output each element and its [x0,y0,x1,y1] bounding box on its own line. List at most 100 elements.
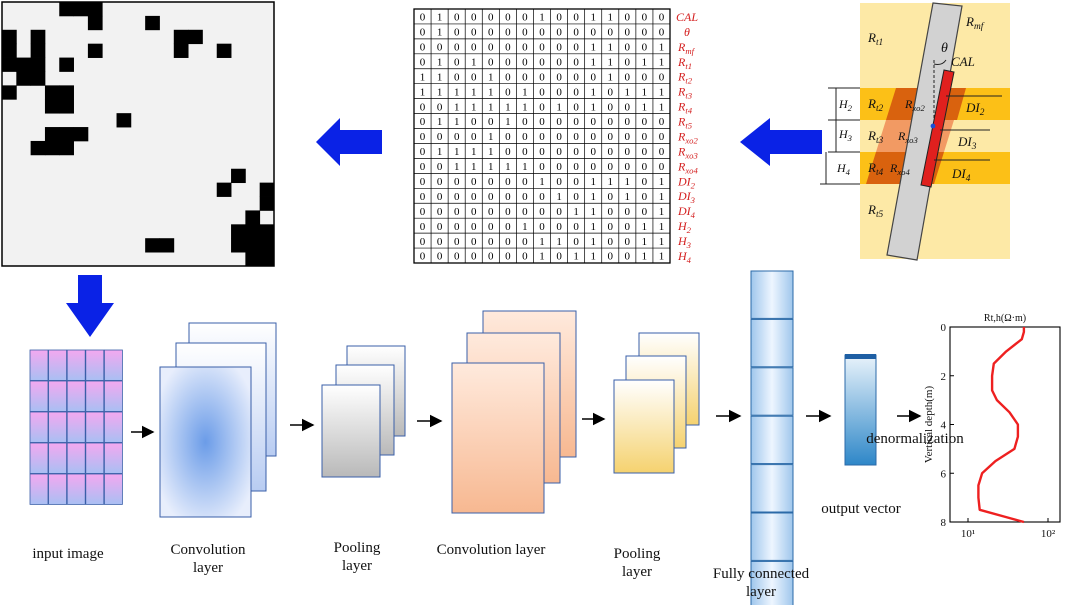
conv2-label: Convolution layer [436,542,546,558]
binary-cell [2,57,17,72]
matrix-cell: 0 [539,86,545,98]
matrix-cell: 0 [420,101,426,113]
matrix-cell: 1 [505,101,511,113]
arrow-matrix-to-image [316,118,382,166]
matrix-cell: 1 [437,86,443,98]
matrix-cell: 1 [488,161,494,173]
matrix-cell: 0 [642,27,648,39]
matrix-cell: 0 [471,131,477,143]
matrix-cell: 0 [454,176,460,188]
matrix-cell: 0 [590,146,596,158]
matrix-cell: 0 [522,12,528,24]
matrix-cell: 0 [608,251,614,263]
matrix-cell: 0 [608,101,614,113]
matrix-cell: 1 [659,57,665,69]
matrix-cell: 0 [659,131,665,143]
zone-label: Rt4 [867,160,884,178]
pool2-label: Pooling layer [613,546,661,580]
matrix-row-label: Rt3 [677,85,693,101]
matrix-cell: 0 [556,251,562,263]
binary-cell [259,224,275,239]
matrix-cell: 0 [437,42,443,54]
binary-cell [16,71,32,86]
matrix-row-label: CAL [676,10,698,24]
input-cell [29,411,49,443]
matrix-cell: 1 [590,101,596,113]
matrix-cell: 1 [573,206,579,218]
conv1-map-1 [159,366,252,518]
binary-cell [188,29,203,45]
matrix-cell: 0 [573,161,579,173]
matrix-cell: 0 [505,57,511,69]
matrix-cell: 0 [454,251,460,263]
binary-image-border [1,1,275,267]
matrix-cell: 0 [471,42,477,54]
matrix-cell: 0 [573,12,579,24]
binary-cell [231,224,246,239]
input-cell [29,349,49,381]
binary-cell [231,238,246,253]
matrix-cell: 0 [625,71,631,83]
matrix-cell: 0 [539,131,545,143]
binary-cell [245,252,261,267]
matrix-cell: 1 [659,251,665,263]
matrix-cell: 0 [420,42,426,54]
matrix-cell: 0 [488,116,494,128]
matrix-cell: 0 [539,191,545,203]
input-cell [29,473,49,505]
logging-tool [920,69,955,188]
matrix-cell: 0 [420,206,426,218]
matrix-cell: 0 [642,42,648,54]
matrix-cell: 1 [522,221,528,233]
matrix-cell: 0 [590,71,596,83]
matrix-cell: 0 [556,176,562,188]
matrix-cell: 0 [505,42,511,54]
matrix-cell: 1 [539,176,545,188]
matrix-row-label: DI3 [677,189,696,205]
matrix-cell: 1 [471,161,477,173]
binary-cell [59,99,74,114]
matrix-cell: 1 [590,251,596,263]
matrix-cell: 0 [556,86,562,98]
matrix-cell: 0 [505,146,511,158]
matrix-cell: 1 [488,71,494,83]
matrix-cell: 1 [590,57,596,69]
matrix-cell: 1 [505,116,511,128]
matrix-cell: 0 [454,12,460,24]
matrix-cell: 0 [625,12,631,24]
matrix-cell: 0 [505,176,511,188]
binary-cell [87,2,103,17]
matrix-cell: 0 [454,42,460,54]
matrix-cell: 0 [573,221,579,233]
matrix-cell: 1 [659,42,665,54]
binary-cell [44,99,60,114]
matrix-cell: 0 [522,146,528,158]
matrix-cell: 0 [522,71,528,83]
matrix-cell: 1 [608,71,614,83]
matrix-cell: 1 [573,251,579,263]
conv2-map-1 [451,362,545,514]
matrix-cell: 0 [488,12,494,24]
matrix-cell: 0 [488,206,494,218]
input-cell [29,380,49,412]
binary-image [2,2,275,267]
binary-cell [116,113,132,128]
binary-cell [59,2,74,17]
matrix-cell: 0 [471,236,477,248]
binary-cell [245,238,261,253]
matrix-cell: 0 [471,176,477,188]
matrix-cell: 0 [505,191,511,203]
output-vector-label: output vector [821,501,901,517]
input-cell [85,473,105,505]
output-vector-bar [844,354,877,466]
matrix-cell: 0 [454,131,460,143]
binary-cell [173,43,189,58]
matrix-cell: 0 [471,251,477,263]
binary-cell [259,196,275,211]
matrix-cell: 0 [625,206,631,218]
matrix-cell: 1 [625,176,631,188]
matrix-cell: 0 [625,42,631,54]
matrix-cell: 0 [625,236,631,248]
matrix-cell: 0 [573,57,579,69]
binary-cell [231,168,246,184]
